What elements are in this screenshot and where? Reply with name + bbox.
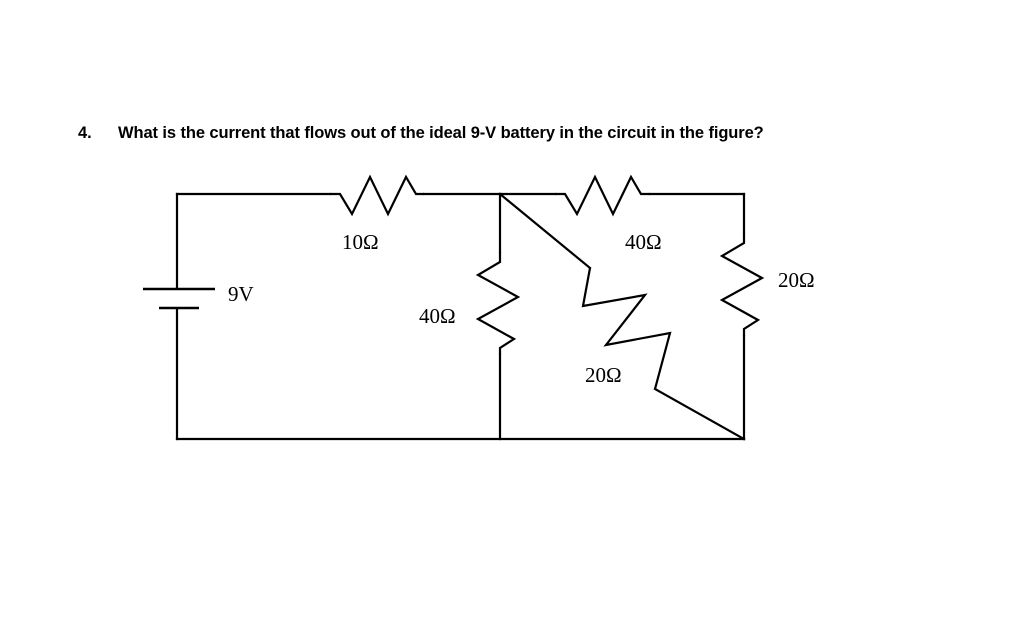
wire-diagonal-lower: [653, 387, 746, 441]
resistor-40-ohm-top: [555, 174, 650, 217]
label-resistor-40-ohm-middle: 40Ω: [419, 304, 456, 328]
question-block: 4. What is the current that flows out of…: [78, 124, 958, 143]
resistor-20-ohm-diagonal: [581, 267, 672, 390]
label-resistor-10-ohm: 10Ω: [342, 230, 379, 254]
question-text: What is the current that flows out of th…: [118, 124, 764, 142]
wire-diagonal-upper: [498, 192, 592, 270]
question-number: 4.: [78, 124, 92, 142]
resistor-20-ohm-right: [719, 233, 765, 336]
label-resistor-20-ohm-right: 20Ω: [778, 268, 815, 292]
label-battery-9v: 9V: [228, 282, 254, 306]
label-resistor-20-ohm-diagonal: 20Ω: [585, 363, 622, 387]
label-resistor-40-ohm-top: 40Ω: [625, 230, 662, 254]
resistor-10-ohm: [330, 174, 424, 217]
resistor-40-ohm-middle: [475, 252, 521, 355]
